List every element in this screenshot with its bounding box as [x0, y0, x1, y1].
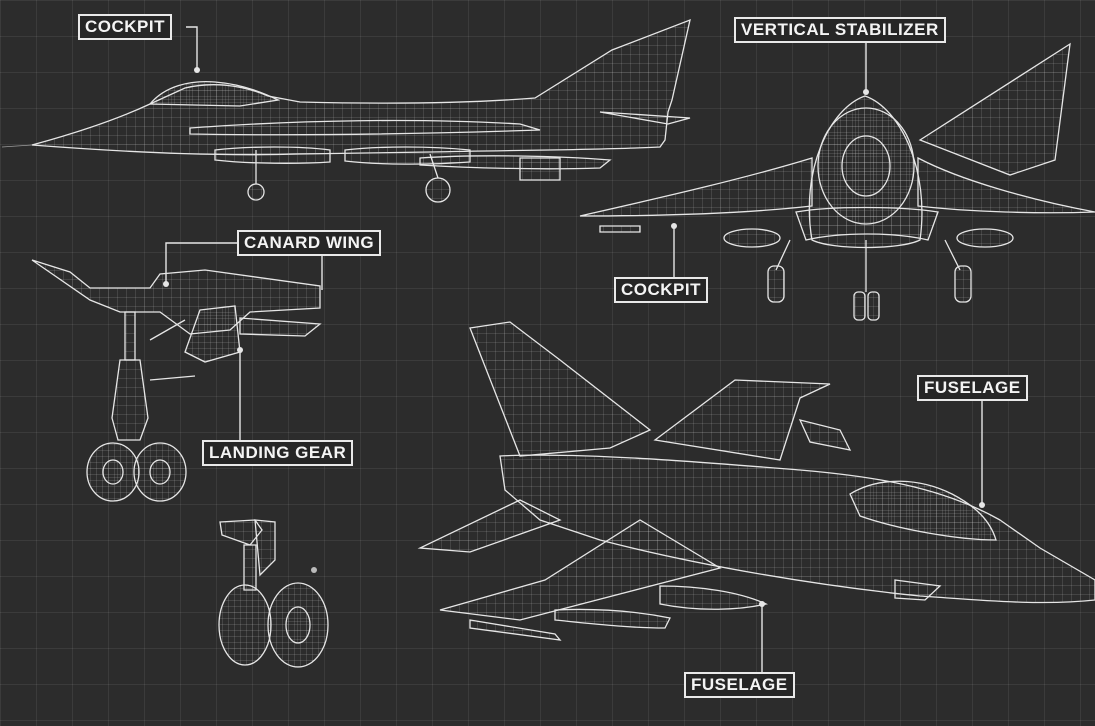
fuselage-bottom-leader: [759, 601, 765, 672]
cockpit-front-leader: [671, 223, 677, 278]
vertical-stabilizer-leader: [863, 42, 869, 95]
canard-gear-detail: [31, 259, 322, 502]
cockpit-side-leader: [186, 26, 200, 73]
label-canard-wing: CANARD WING: [237, 230, 382, 256]
label-vertical-stabilizer: VERTICAL STABILIZER: [734, 17, 946, 43]
label-cockpit-side: COCKPIT: [78, 14, 172, 40]
canard-wing-leader: [163, 242, 323, 290]
jet-perspective-view: [417, 321, 1095, 641]
label-fuselage-right: FUSELAGE: [917, 375, 1028, 401]
label-landing-gear: LANDING GEAR: [202, 440, 354, 466]
jet-side-view: [1, 18, 691, 203]
jet-front-view: [579, 42, 1095, 321]
label-fuselage-bottom: FUSELAGE: [684, 672, 795, 698]
label-cockpit-front: COCKPIT: [614, 277, 708, 303]
landing-gear-leader: [237, 347, 243, 440]
nose-gear-detail: [218, 519, 329, 668]
fuselage-right-leader: [979, 400, 985, 508]
